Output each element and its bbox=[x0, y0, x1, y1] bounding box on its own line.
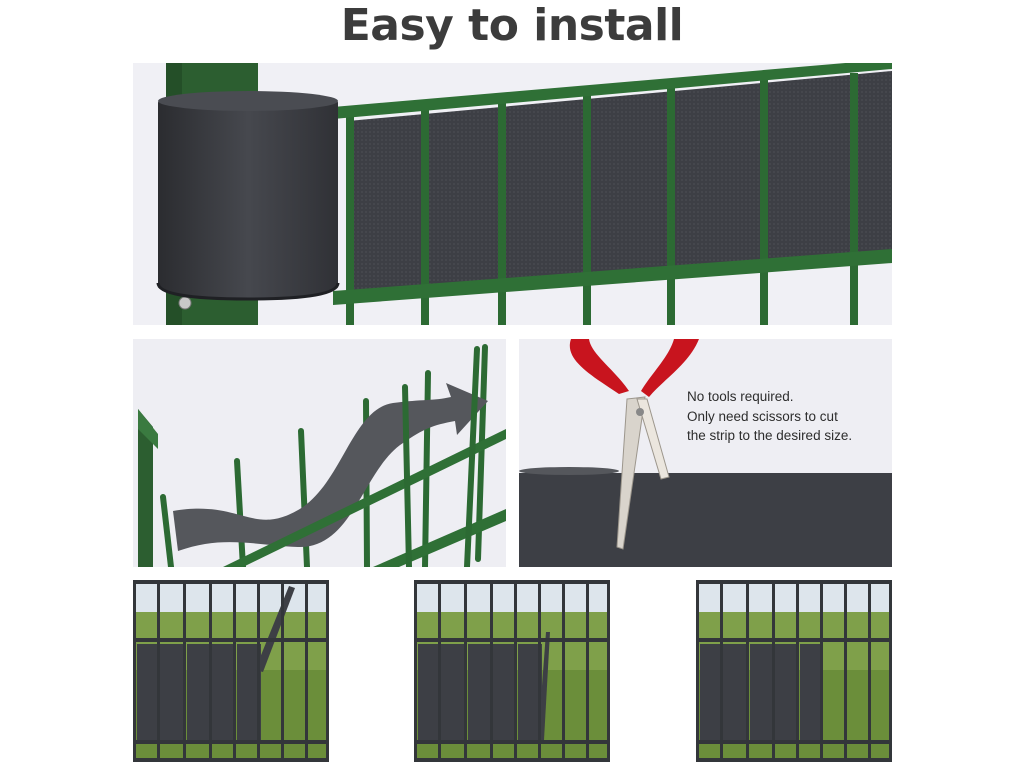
caption-line: Only need scissors to cut bbox=[687, 408, 838, 424]
scissors-icon bbox=[569, 339, 699, 550]
caption-line: the strip to the desired size. bbox=[687, 428, 853, 443]
roll-on-fence-illustration bbox=[156, 63, 892, 325]
strip-roll-panel bbox=[133, 63, 892, 325]
weaving-panel bbox=[133, 339, 506, 567]
arrow-icon bbox=[173, 383, 488, 551]
fence-step-1-illustration bbox=[133, 580, 329, 762]
fence-step-3-illustration bbox=[696, 580, 892, 762]
weave-through-fence-illustration bbox=[138, 344, 506, 567]
caption-line: No tools required. bbox=[687, 389, 794, 404]
fence-step-2 bbox=[414, 580, 610, 762]
page-title: Easy to install bbox=[340, 0, 684, 51]
cut-strip-illustration bbox=[519, 339, 892, 567]
fence-step-3 bbox=[696, 580, 892, 762]
fence-step-2-illustration bbox=[414, 580, 610, 762]
fence-step-1 bbox=[133, 580, 329, 762]
no-tools-caption: No tools required. Only need scissors to… bbox=[687, 387, 887, 446]
cutting-panel: No tools required. Only need scissors to… bbox=[519, 339, 892, 567]
